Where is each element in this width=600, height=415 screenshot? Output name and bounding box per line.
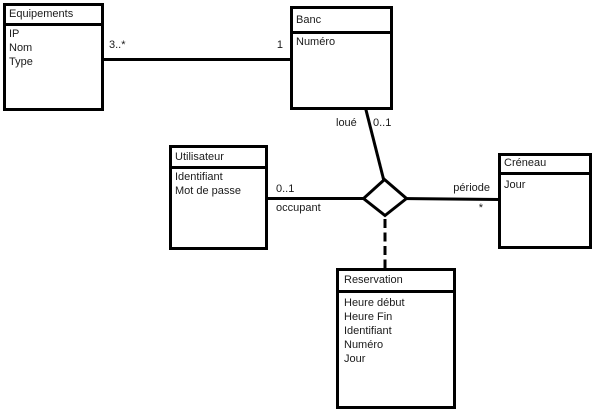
attribute: Type <box>9 56 33 68</box>
class-attributes-reservation: Heure début Heure Fin Identifiant Numéro… <box>339 293 453 367</box>
class-box-utilisateur: Utilisateur Identifiant Mot de passe <box>169 145 268 250</box>
class-attributes-utilisateur: Identifiant Mot de passe <box>172 169 265 198</box>
attribute: Heure début <box>344 297 405 309</box>
role-loue: loué <box>336 116 357 129</box>
multiplicity-equipements: 3..* <box>109 38 126 51</box>
class-title-banc: Banc <box>293 9 390 34</box>
class-title-equipements: Equipements <box>6 6 101 26</box>
attribute: Numéro <box>296 36 336 48</box>
class-title-utilisateur: Utilisateur <box>172 148 265 169</box>
attribute: IP <box>9 28 20 40</box>
attribute: Numéro <box>344 339 384 351</box>
class-box-equipements: Equipements IP Nom Type <box>3 3 104 111</box>
attribute: Nom <box>9 42 33 54</box>
class-title-reservation: Reservation <box>339 271 453 293</box>
association-line-banc-diamond <box>364 107 387 186</box>
multiplicity-loue: 0..1 <box>373 116 392 129</box>
class-attributes-equipements: IP Nom Type <box>6 26 101 69</box>
role-periode: période <box>453 181 490 194</box>
class-box-banc: Banc Numéro <box>290 6 393 110</box>
multiplicity-occupant: 0..1 <box>276 182 295 195</box>
attribute: Heure Fin <box>344 311 393 323</box>
attribute: Jour <box>504 178 526 191</box>
class-attributes-banc: Numéro <box>293 34 390 49</box>
attribute: Mot de passe <box>175 185 242 197</box>
class-box-creneau: Créneau Jour <box>498 153 592 249</box>
attribute: Jour <box>344 353 366 365</box>
role-occupant: occupant <box>276 201 321 214</box>
multiplicity-periode: * <box>478 202 483 214</box>
attribute: Identifiant <box>175 171 223 183</box>
nary-association-diamond <box>361 177 409 218</box>
class-attributes-creneau: Jour <box>501 175 589 192</box>
multiplicity-banc: 1 <box>276 38 283 51</box>
association-line-diamond-creneau <box>398 197 500 201</box>
attribute: Identifiant <box>344 325 392 337</box>
class-box-reservation: Reservation Heure début Heure Fin Identi… <box>336 268 456 409</box>
class-title-creneau: Créneau <box>501 156 589 175</box>
